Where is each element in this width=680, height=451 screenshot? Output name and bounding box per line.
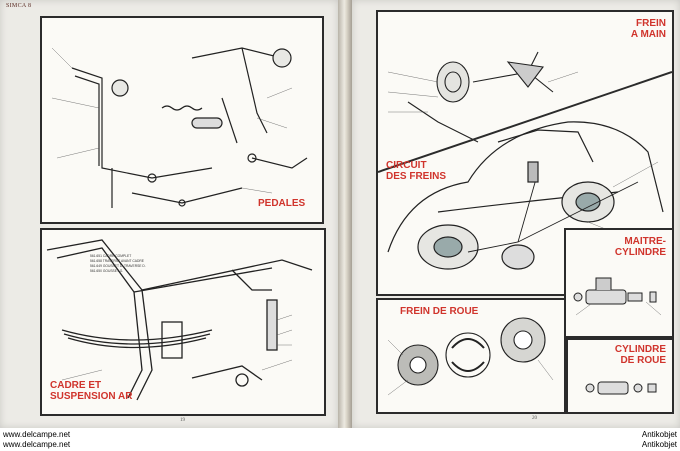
frein-main-line2: A MAIN <box>630 29 666 40</box>
circuit-diagram <box>378 51 672 270</box>
maitre-cylindre-panel: MAITRE- CYLINDRE <box>564 228 674 338</box>
cadre-title-line2: SUSPENSION AR <box>50 391 133 402</box>
footer-left-line1: www.delcampe.net <box>3 430 71 439</box>
cadre-title-line1: CADRE ET <box>50 380 102 391</box>
cadre-label-4: 561.650 GOUSSET G. <box>90 269 123 273</box>
pedales-diagram <box>51 47 308 208</box>
cadre-title: CADRE ET SUSPENSION AR <box>50 380 132 402</box>
circuit-line1: CIRCUIT <box>386 160 427 171</box>
watermark-footer: www.delcampe.net www.delcampe.net Antiko… <box>0 428 680 451</box>
cylindre-roue-title: CYLINDRE DE ROUE <box>615 344 666 366</box>
frein-main-title: FREIN A MAIN <box>631 18 666 40</box>
left-page: SIMCA 8 <box>0 0 338 428</box>
pedales-title: PEDALES <box>258 198 306 209</box>
cylindre-roue-panel: CYLINDRE DE ROUE <box>566 338 674 414</box>
running-head: SIMCA 8 <box>6 3 32 9</box>
right-page: FREIN A MAIN CIRCUIT DES FREINS MAITRE- <box>352 0 680 428</box>
pedales-panel: PEDALES <box>40 16 324 224</box>
cylindre-roue-line1: CYLINDRE <box>614 344 666 355</box>
frein-main-line1: FREIN <box>636 18 666 29</box>
cylindre-roue-line2: DE ROUE <box>620 355 666 366</box>
maitre-cylindre-title: MAITRE- CYLINDRE <box>615 236 666 258</box>
footer-right-line2: Antikobjet <box>641 440 677 449</box>
cadre-diagram: 561.651 CADRE COMPLET 561.658 TRAVERSE A… <box>46 239 313 401</box>
footer-right-line1: Antikobjet <box>641 430 677 439</box>
book-spine <box>338 0 352 428</box>
cadre-label-3: 561.649 GOUSSET D. TRAVERSE D. <box>90 264 146 268</box>
right-page-number: 20 <box>532 416 537 421</box>
circuit-title: CIRCUIT DES FREINS <box>386 160 446 182</box>
cadre-label-2: 561.658 TRAVERSE AVANT CADRE <box>90 259 145 263</box>
maitre-line1: MAITRE- <box>624 236 666 247</box>
frein-roue-panel: FREIN DE ROUE <box>376 298 566 414</box>
cadre-label-1: 561.651 CADRE COMPLET <box>90 254 131 258</box>
frein-roue-title: FREIN DE ROUE <box>400 306 479 317</box>
footer-left-line2: www.delcampe.net <box>3 440 71 449</box>
maitre-cylindre-diagram <box>573 277 662 316</box>
left-page-number: 19 <box>180 418 185 423</box>
cadre-panel: 561.651 CADRE COMPLET 561.658 TRAVERSE A… <box>40 228 326 416</box>
cylindre-roue-diagram <box>585 381 657 395</box>
circuit-line2: DES FREINS <box>386 171 447 182</box>
maitre-line2: CYLINDRE <box>614 247 666 258</box>
frein-roue-diagram <box>387 317 554 396</box>
